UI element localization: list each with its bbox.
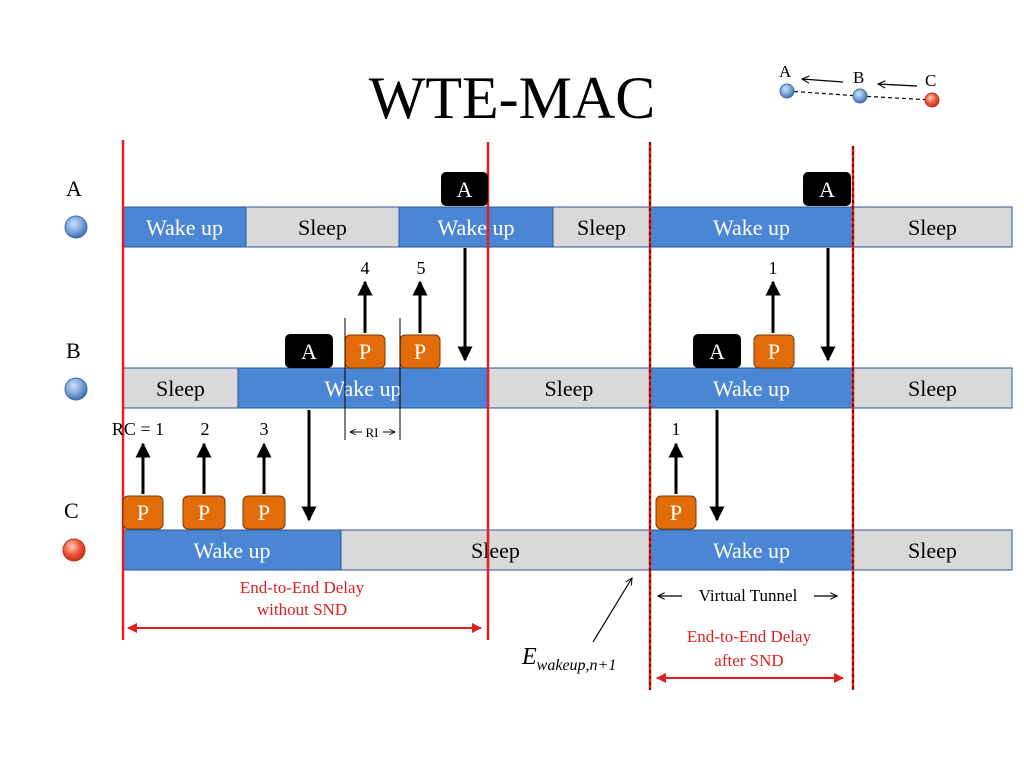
segment-label: Wake up bbox=[713, 215, 790, 240]
segment-label: Wake up bbox=[193, 538, 270, 563]
count-label: 4 bbox=[361, 258, 370, 278]
ack-box: A bbox=[803, 172, 851, 206]
count-label: 2 bbox=[201, 419, 210, 439]
boundary-dashed-overlays bbox=[649, 142, 854, 690]
legend-arrow-b-to-a bbox=[802, 79, 844, 82]
timeline-c-segment-wake: Wake up bbox=[122, 529, 342, 571]
packet-box: P bbox=[182, 495, 226, 530]
ri-label: RI bbox=[366, 425, 379, 440]
segment-label: Wake up bbox=[146, 215, 223, 240]
timeline-c-segment-sleep: Sleep bbox=[852, 529, 1013, 571]
svg-text:P: P bbox=[198, 500, 210, 525]
count-label: 3 bbox=[260, 419, 269, 439]
segment-label: Sleep bbox=[577, 215, 626, 240]
svg-text:A: A bbox=[819, 177, 835, 202]
timeline-a-segment-sleep: Sleep bbox=[552, 206, 651, 248]
timeline-b-segment-sleep: Sleep bbox=[487, 367, 651, 409]
retransmit-interval: RI bbox=[344, 318, 401, 440]
legend-label-c: C bbox=[925, 71, 936, 90]
node-c-icon bbox=[62, 538, 86, 562]
timeline-a-segment-wake: Wake up bbox=[649, 206, 854, 248]
legend-label-a: A bbox=[779, 62, 792, 81]
legend-label-b: B bbox=[853, 68, 864, 87]
legend-node-c-icon bbox=[924, 92, 940, 108]
timeline-a-segment-wake: Wake up bbox=[398, 206, 554, 248]
e2e-without-label-line1: End-to-End Delay bbox=[240, 578, 365, 597]
page-title: WTE-MAC bbox=[369, 65, 656, 131]
node-label-c: C bbox=[64, 498, 79, 523]
svg-text:P: P bbox=[768, 339, 780, 364]
timeline-a-segment-wake: Wake up bbox=[122, 206, 247, 248]
svg-text:A: A bbox=[709, 339, 725, 364]
timeline-b-segment-wake: Wake up bbox=[237, 367, 489, 409]
e2e-without-label-line2: without SND bbox=[257, 600, 347, 619]
virtual-tunnel-label: Virtual Tunnel bbox=[699, 586, 798, 605]
ack-box: A bbox=[285, 334, 333, 368]
svg-text:P: P bbox=[670, 500, 682, 525]
count-label: 1 bbox=[672, 419, 681, 439]
ack-box: A bbox=[441, 172, 488, 206]
timeline-b-segment-sleep: Sleep bbox=[852, 367, 1013, 409]
svg-text:A: A bbox=[301, 339, 317, 364]
legend-node-b-icon bbox=[852, 88, 868, 104]
timeline-c-segment-wake: Wake up bbox=[649, 529, 854, 571]
ewakeup-sub: wakeup,n+1 bbox=[537, 657, 617, 674]
segment-label: Wake up bbox=[713, 538, 790, 563]
ewakeup-label: Ewakeup,n+1 bbox=[521, 644, 616, 674]
segment-label: Sleep bbox=[908, 538, 957, 563]
node-label-a: A bbox=[66, 176, 82, 201]
packet-box: P bbox=[655, 495, 697, 530]
segment-label: Sleep bbox=[471, 538, 520, 563]
count-label: RC = 1 bbox=[112, 419, 164, 439]
segment-label: Wake up bbox=[324, 376, 401, 401]
segment-label: Sleep bbox=[545, 376, 594, 401]
packet-box: P bbox=[242, 495, 286, 530]
packet-box: P bbox=[753, 334, 795, 369]
timeline-b-segment-sleep: Sleep bbox=[122, 367, 239, 409]
segment-label: Sleep bbox=[156, 376, 205, 401]
timeline-c-segment-sleep: Sleep bbox=[340, 529, 651, 571]
ack-box: A bbox=[693, 334, 741, 368]
packet-box: P bbox=[122, 495, 164, 530]
node-b-icon bbox=[64, 377, 88, 401]
svg-text:A: A bbox=[457, 177, 473, 202]
node-a-icon bbox=[64, 215, 88, 239]
legend: A B C bbox=[779, 62, 940, 108]
down-arrows bbox=[301, 248, 836, 522]
ewakeup-pointer bbox=[592, 578, 632, 643]
svg-text:P: P bbox=[258, 500, 270, 525]
timeline-b-segment-wake: Wake up bbox=[649, 367, 854, 409]
count-label: 5 bbox=[417, 258, 426, 278]
svg-text:P: P bbox=[359, 339, 371, 364]
packet-box: P bbox=[344, 334, 386, 369]
segment-label: Sleep bbox=[908, 376, 957, 401]
timeline-a-segment-sleep: Sleep bbox=[245, 206, 400, 248]
legend-node-a-icon bbox=[779, 83, 795, 99]
count-label: 1 bbox=[769, 258, 778, 278]
segment-label: Sleep bbox=[908, 215, 957, 240]
svg-text:P: P bbox=[414, 339, 426, 364]
timeline-a-segment-sleep: Sleep bbox=[852, 206, 1013, 248]
up-arrows bbox=[135, 280, 781, 494]
timeline-c: Wake up Sleep Wake up Sleep bbox=[122, 529, 1013, 571]
timeline-a: Wake up Sleep Wake up Sleep Wake up Sleep bbox=[122, 206, 1013, 248]
packet-box: P bbox=[399, 334, 441, 369]
legend-arrow-c-to-b bbox=[878, 84, 918, 86]
e2e-after-label-line2: after SND bbox=[714, 651, 783, 670]
segment-label: Sleep bbox=[298, 215, 347, 240]
node-label-b: B bbox=[66, 338, 81, 363]
segment-label: Wake up bbox=[713, 376, 790, 401]
timeline-b: Sleep Wake up Sleep Wake up Sleep bbox=[122, 367, 1013, 409]
segment-label: Wake up bbox=[437, 215, 514, 240]
svg-text:P: P bbox=[137, 500, 149, 525]
ewakeup-main: E bbox=[521, 644, 537, 670]
e2e-after-label-line1: End-to-End Delay bbox=[687, 627, 812, 646]
